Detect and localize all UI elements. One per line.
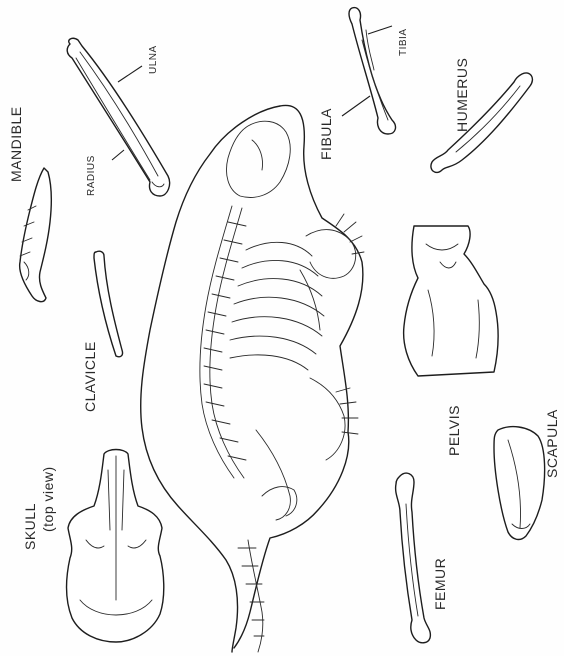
label-fibula: FIBULA [318, 108, 334, 160]
tibia-leader [368, 26, 392, 34]
label-clavicle: CLAVICLE [82, 341, 98, 412]
label-femur: FEMUR [432, 558, 448, 610]
skull-drawing [67, 450, 164, 643]
mandible-drawing [20, 168, 52, 302]
rat-skeleton-drawing [141, 105, 364, 652]
label-scapula: SCAPULA [544, 409, 560, 478]
label-pelvis: PELVIS [446, 405, 462, 456]
femur-drawing [396, 473, 431, 643]
label-radius: RADIUS [86, 155, 97, 196]
label-skull-subtitle: (top view) [40, 466, 56, 532]
radius-leader [112, 150, 124, 160]
label-humerus: HUMERUS [454, 58, 470, 132]
label-tibia: TIBIA [398, 28, 409, 56]
label-skull: SKULL [22, 503, 38, 550]
tibia-fibula-drawing [349, 8, 395, 134]
pelvis-drawing [404, 226, 499, 376]
label-mandible: MANDIBLE [8, 106, 24, 182]
clavicle-drawing [94, 251, 123, 357]
humerus-drawing [431, 73, 533, 173]
ulna-leader [118, 66, 142, 82]
scapula-drawing [494, 427, 545, 540]
fibula-leader [342, 96, 370, 116]
label-ulna: ULNA [148, 45, 159, 74]
